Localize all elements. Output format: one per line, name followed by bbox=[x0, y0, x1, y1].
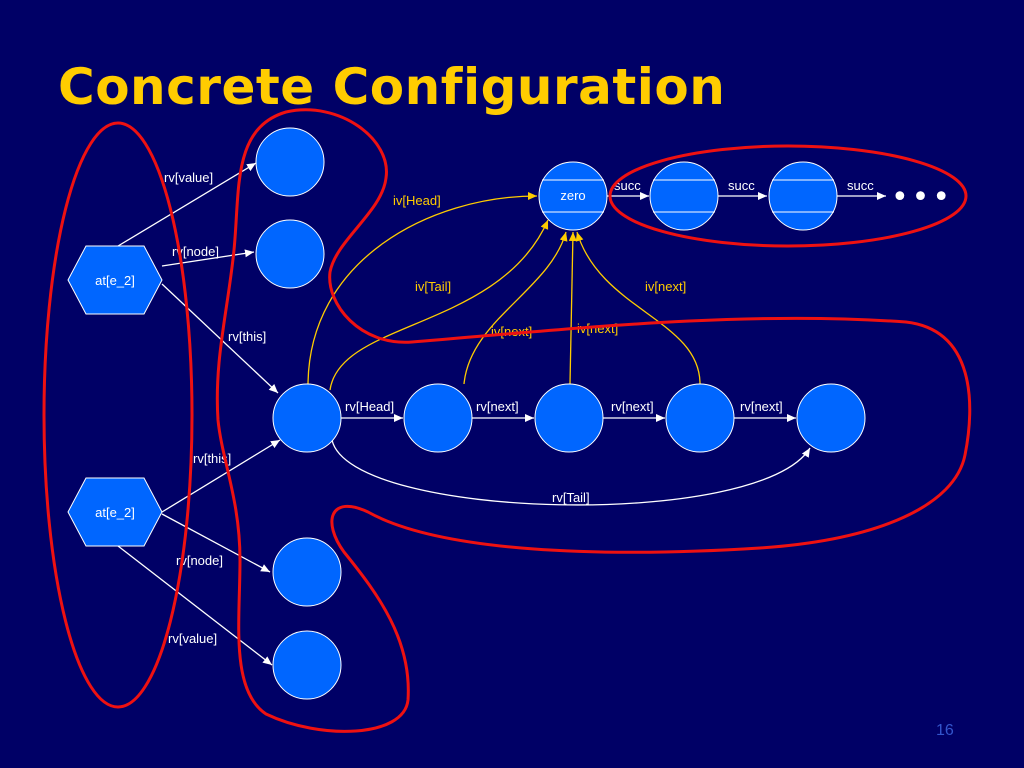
region-hexagons bbox=[42, 121, 194, 709]
node-zero-label: zero bbox=[560, 188, 585, 203]
node-succ-2 bbox=[768, 161, 838, 231]
yellow-edge-tail bbox=[329, 219, 549, 391]
label-rv-next-3: rv[next] bbox=[740, 399, 783, 414]
edge-top-value bbox=[117, 162, 257, 247]
label-iv-head: iv[Head] bbox=[393, 193, 441, 208]
label-rv-head: rv[Head] bbox=[345, 399, 394, 414]
edge-top-this bbox=[161, 283, 279, 394]
edge-bottom-value bbox=[117, 545, 273, 666]
node-chain-4 bbox=[796, 383, 866, 453]
page-number: 16 bbox=[936, 722, 954, 739]
node-top-value bbox=[255, 127, 325, 197]
yellow-edge-next-1 bbox=[463, 231, 568, 385]
region-main bbox=[215, 108, 972, 733]
edge-tail bbox=[331, 439, 811, 506]
label-top-this: rv[this] bbox=[228, 329, 266, 344]
node-top-node bbox=[255, 219, 325, 289]
node-succ-1 bbox=[649, 161, 719, 231]
ellipsis: ••• bbox=[891, 180, 953, 215]
label-bottom-this: rv[this] bbox=[193, 451, 231, 466]
label-bottom-node: rv[node] bbox=[176, 553, 223, 568]
label-top-node: rv[node] bbox=[172, 244, 219, 259]
label-rv-next-1: rv[next] bbox=[476, 399, 519, 414]
node-list bbox=[272, 383, 342, 453]
slide-title: Concrete Configuration bbox=[58, 58, 726, 116]
yellow-edge-next-3 bbox=[575, 231, 701, 385]
node-bottom-value bbox=[272, 630, 342, 700]
label-succ-1: succ bbox=[614, 178, 641, 193]
label-iv-tail: iv[Tail] bbox=[415, 279, 451, 294]
node-chain-1 bbox=[403, 383, 473, 453]
label-rv-tail: rv[Tail] bbox=[552, 490, 590, 505]
edge-bottom-this bbox=[161, 439, 281, 513]
label-top-value: rv[value] bbox=[164, 170, 213, 185]
label-succ-3: succ bbox=[847, 178, 874, 193]
node-bottom-node bbox=[272, 537, 342, 607]
edge-top-node bbox=[161, 249, 255, 267]
yellow-edge-next-2 bbox=[568, 231, 577, 385]
node-chain-3 bbox=[665, 383, 735, 453]
hexagon-bottom: at[e_2] bbox=[67, 477, 163, 547]
yellow-edge-head bbox=[307, 192, 538, 387]
label-iv-next-3: iv[next] bbox=[645, 279, 686, 294]
node-zero: zero bbox=[538, 161, 608, 231]
hexagon-top: at[e_2] bbox=[67, 245, 163, 315]
label-rv-next-2: rv[next] bbox=[611, 399, 654, 414]
node-chain-2 bbox=[534, 383, 604, 453]
label-bottom-value: rv[value] bbox=[168, 631, 217, 646]
label-succ-2: succ bbox=[728, 178, 755, 193]
region-succ-chain bbox=[608, 144, 968, 248]
hexagon-top-label: at[e_2] bbox=[95, 273, 135, 288]
hexagon-bottom-label: at[e_2] bbox=[95, 505, 135, 520]
edge-bottom-node bbox=[161, 513, 271, 573]
